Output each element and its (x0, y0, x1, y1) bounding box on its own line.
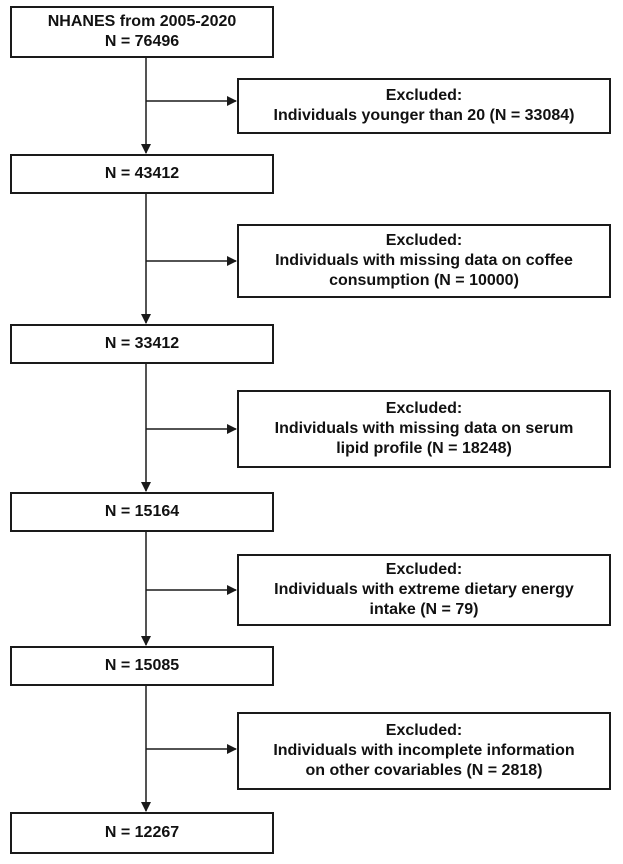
stage-box-after-coffee-exclusion: N = 33412 (10, 324, 274, 364)
exclusion-detail: intake (N = 79) (369, 601, 479, 618)
exclusion-detail: Individuals younger than 20 (N = 33084) (273, 107, 575, 124)
exclusion-box-lipid: Excluded: Individuals with missing data … (237, 390, 611, 468)
exclusion-detail: lipid profile (N = 18248) (336, 440, 512, 457)
stage-count: N = 33412 (104, 335, 180, 352)
stage-box-initial-population: NHANES from 2005-2020 N = 76496 (10, 6, 274, 58)
exclusion-box-coffee: Excluded: Individuals with missing data … (237, 224, 611, 298)
exclusion-box-age: Excluded: Individuals younger than 20 (N… (237, 78, 611, 134)
exclusion-heading: Excluded: (385, 561, 463, 578)
exclusion-detail: consumption (N = 10000) (329, 272, 519, 289)
exclusion-heading: Excluded: (385, 722, 463, 739)
stage-count: N = 15085 (104, 657, 180, 674)
stage-label-line: NHANES from 2005-2020 (47, 13, 237, 30)
exclusion-detail: Individuals with incomplete information (273, 742, 575, 759)
stage-box-after-age-exclusion: N = 43412 (10, 154, 274, 194)
exclusion-detail: Individuals with missing data on serum (274, 420, 574, 437)
exclusion-detail: Individuals with missing data on coffee (275, 252, 573, 269)
stage-count: N = 43412 (104, 165, 180, 182)
stage-box-after-lipid-exclusion: N = 15164 (10, 492, 274, 532)
stage-count: N = 12267 (104, 824, 180, 841)
exclusion-detail: Individuals with extreme dietary energy (274, 581, 574, 598)
stage-count: N = 76496 (104, 33, 180, 50)
exclusion-heading: Excluded: (385, 87, 463, 104)
stage-box-after-energy-exclusion: N = 15085 (10, 646, 274, 686)
exclusion-heading: Excluded: (385, 232, 463, 249)
exclusion-detail: on other covariables (N = 2818) (305, 762, 543, 779)
stage-count: N = 15164 (104, 503, 180, 520)
exclusion-box-energy: Excluded: Individuals with extreme dieta… (237, 554, 611, 626)
exclusion-heading: Excluded: (385, 400, 463, 417)
stage-box-final-sample: N = 12267 (10, 812, 274, 854)
exclusion-box-covariables: Excluded: Individuals with incomplete in… (237, 712, 611, 790)
